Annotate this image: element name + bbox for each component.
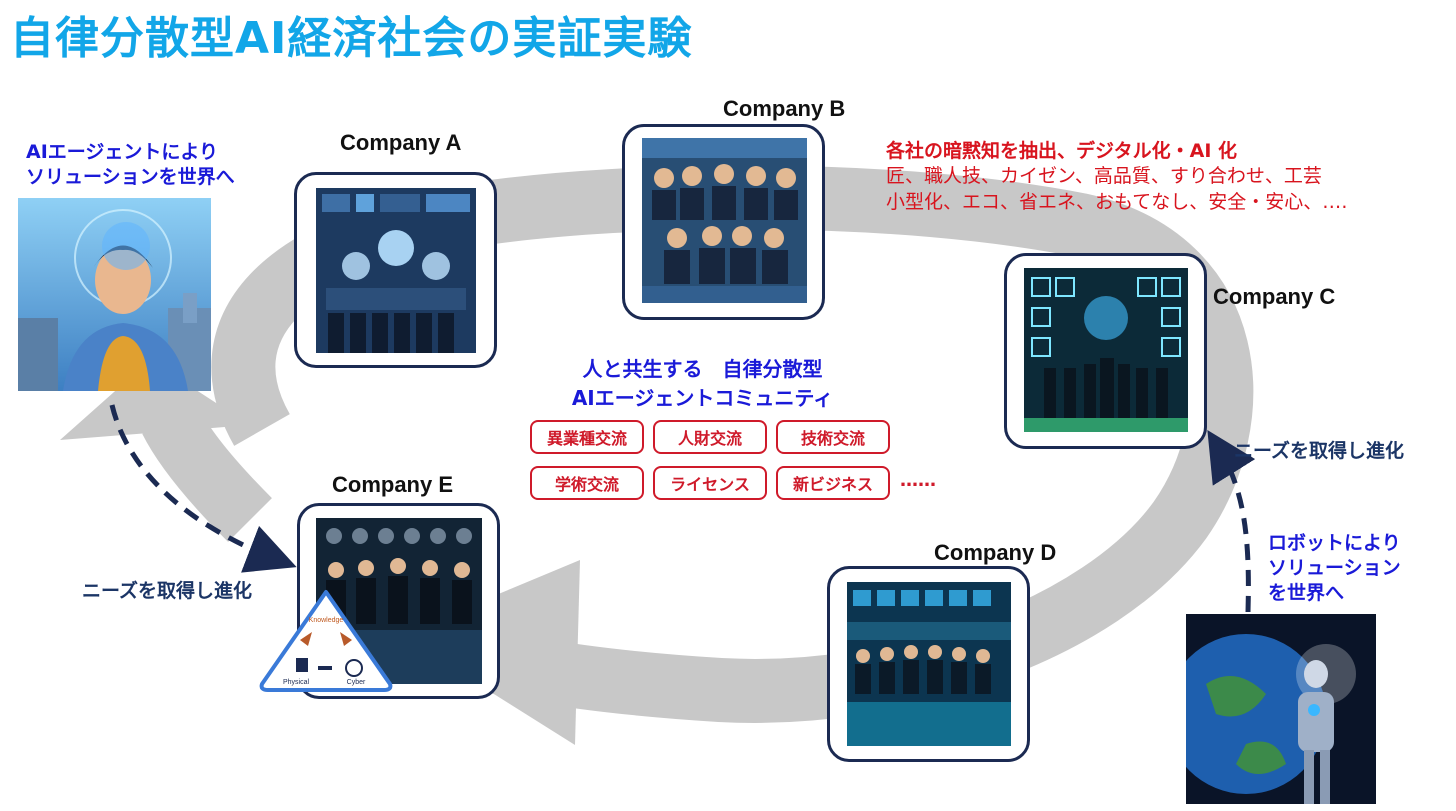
company-a-image	[316, 188, 476, 353]
exchange-tag-3: 技術交流	[776, 420, 890, 454]
tacit-knowledge-line2: 小型化、エコ、省エネ、おもてなし、安全・安心、‥‥	[886, 191, 1348, 213]
company-d-label: Company D	[934, 540, 1057, 565]
needs-right-caption: ニーズを取得し進化	[1234, 440, 1405, 462]
triangle-label-right: Cyber	[347, 679, 366, 686]
company-a-label: Company A	[340, 130, 462, 155]
exchange-more: ……	[900, 470, 936, 491]
page-title: 自律分散型AI経済社会の実証実験	[10, 13, 693, 64]
community-title: 人と共生する 自律分散型 AIエージェントコミュニティ	[571, 357, 834, 410]
needs-left-caption: ニーズを取得し進化	[82, 580, 253, 602]
exchange-tag-2: 人財交流	[653, 420, 767, 454]
cycle-arrowhead-left	[60, 360, 250, 440]
triangle-arrow-left	[300, 632, 312, 646]
exchange-tag-6: 新ビジネス	[776, 466, 890, 500]
robot-earth-image	[1186, 614, 1376, 804]
company-c-image	[1024, 268, 1188, 432]
triangle-arrow-right	[340, 632, 352, 646]
exchange-tag-4: 学術交流	[530, 466, 644, 500]
right-caption: ロボットにより ソリューション を世界へ	[1268, 532, 1401, 604]
tacit-knowledge-line1: 匠、職人技、カイゼン、高品質、すり合わせ、工芸	[886, 165, 1322, 187]
company-c-label: Company C	[1213, 284, 1336, 309]
company-b-label: Company B	[723, 96, 846, 121]
left-caption: AIエージェントにより ソリューションを世界へ	[26, 141, 235, 188]
company-d-image	[847, 582, 1011, 746]
triangle-label-top: Knowledge	[309, 617, 344, 624]
company-b-image	[642, 138, 807, 303]
dashed-arrow-left	[109, 404, 297, 573]
exchange-tag-1: 異業種交流	[530, 420, 644, 454]
dashed-arrow-right	[1207, 430, 1256, 613]
exchange-tag-5: ライセンス	[653, 466, 767, 500]
triangle-label-left: Physical	[283, 679, 310, 686]
knowledge-triangle: Knowledge Physical Cyber	[258, 588, 394, 692]
ai-agent-person-image	[18, 198, 211, 391]
company-e-label: Company E	[332, 472, 454, 497]
tacit-knowledge-heading: 各社の暗黙知を抽出、デジタル化・AI 化	[886, 140, 1238, 162]
